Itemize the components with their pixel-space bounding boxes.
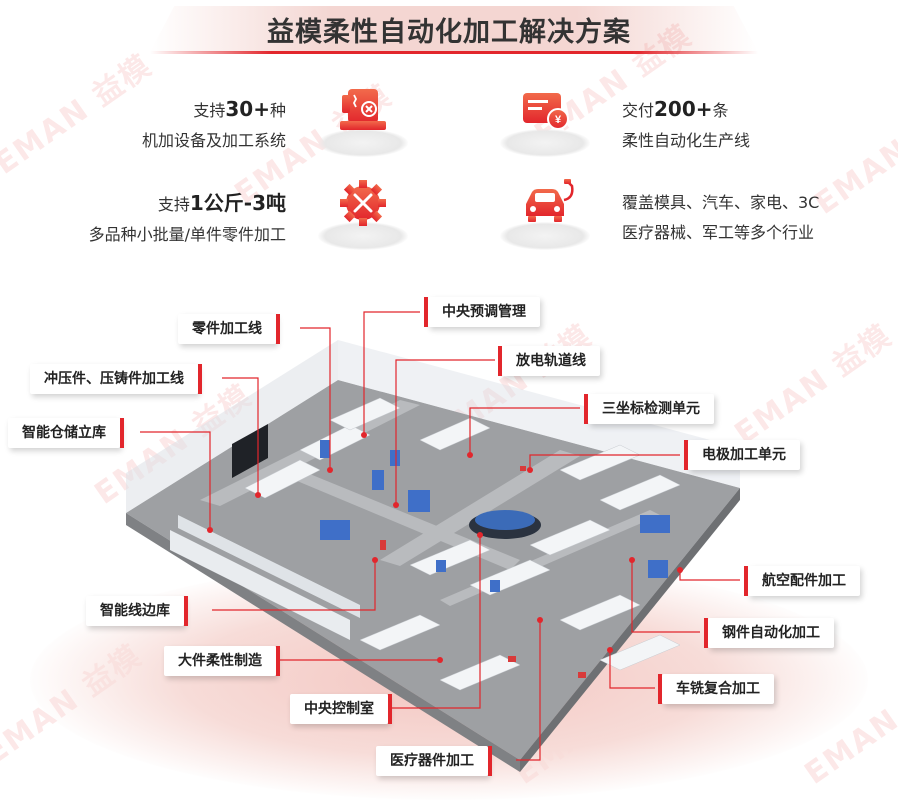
label-stamping-line: 冲压件、压铸件加工线 <box>30 364 202 394</box>
label-smart-warehouse: 智能仓储立库 <box>8 418 124 448</box>
sewing-machine-icon <box>318 85 408 157</box>
feature-weight-line2: 多品种小批量/单件零件加工 <box>88 225 286 244</box>
feature-industries-line2: 医疗器械、军工等多个行业 <box>622 223 815 242</box>
feature-delivery-line1: 交付200+条 <box>622 97 729 121</box>
label-aero-parts: 航空配件加工 <box>744 566 860 596</box>
label-cmm-unit: 三坐标检测单元 <box>584 394 714 424</box>
label-edm-rail-line: 放电轨道线 <box>498 346 600 376</box>
feature-equipment-line1: 支持30+种 <box>193 97 286 121</box>
svg-text:¥: ¥ <box>555 114 562 126</box>
page-title: 益模柔性自动化加工解决方案 <box>267 17 631 48</box>
label-control-room: 中央控制室 <box>290 694 392 724</box>
label-line-side-store: 智能线边库 <box>86 596 188 626</box>
label-medical-parts: 医疗器件加工 <box>376 746 492 776</box>
feature-equipment-line2: 机加设备及加工系统 <box>141 131 286 150</box>
feature-weight: 支持1公斤-3吨 多品种小批量/单件零件加工 <box>40 188 286 250</box>
gear-tools-icon <box>318 178 408 250</box>
label-parts-line: 零件加工线 <box>178 314 280 344</box>
feature-industries: 覆盖模具、汽车、家电、3C 医疗器械、军工等多个行业 <box>622 188 872 248</box>
feature-equipment: 支持30+种 机加设备及加工系统 <box>90 94 286 156</box>
feature-delivery-line2: 柔性自动化生产线 <box>622 131 751 150</box>
electric-car-icon <box>500 178 590 250</box>
label-steel-auto: 钢件自动化加工 <box>704 618 834 648</box>
title-underline <box>150 51 758 54</box>
label-electrode-unit: 电极加工单元 <box>684 440 800 470</box>
label-large-flexible: 大件柔性制造 <box>164 646 280 676</box>
feature-weight-line1: 支持1公斤-3吨 <box>157 191 286 215</box>
yen-card-icon: ¥ <box>500 85 590 157</box>
label-central-scheduling: 中央预调管理 <box>424 297 540 327</box>
feature-industries-line1: 覆盖模具、汽车、家电、3C <box>622 193 820 212</box>
label-turn-mill: 车铣复合加工 <box>658 674 774 704</box>
feature-delivery: 交付200+条 柔性自动化生产线 <box>622 94 842 156</box>
title-banner <box>150 6 758 52</box>
